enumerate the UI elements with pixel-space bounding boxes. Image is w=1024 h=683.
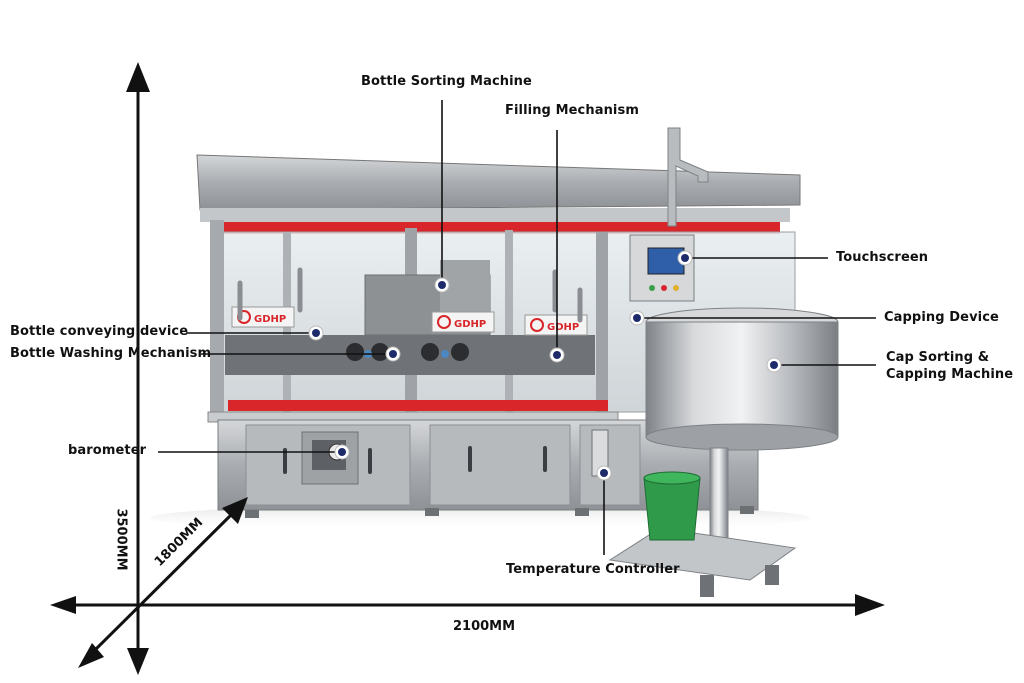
dimension-width: 2100MM	[453, 619, 516, 634]
marker-barometer[interactable]	[334, 444, 350, 460]
depth-axis-arrow	[222, 497, 248, 524]
svg-text:GDHP: GDHP	[454, 319, 486, 330]
depth-axis	[93, 508, 238, 652]
label-bottle-conveying-device: Bottle conveying device	[10, 324, 189, 339]
marker-temperature[interactable]	[596, 465, 612, 481]
cap-sorting-unit	[608, 307, 839, 597]
width-axis-arrow	[855, 594, 885, 616]
callout-markers	[308, 250, 782, 481]
svg-text:GDHP: GDHP	[547, 322, 579, 333]
label-bottle-washing-mechanism: Bottle Washing Mechanism	[10, 346, 212, 361]
marker-filling[interactable]	[549, 347, 565, 363]
height-axis-arrow	[126, 62, 150, 92]
gdhp-sign-right: GDHP	[524, 314, 588, 336]
label-barometer: barometer	[68, 443, 147, 458]
label-touchscreen: Touchscreen	[836, 250, 929, 265]
gdhp-sign-mid: GDHP	[431, 311, 495, 333]
marker-cap-sorting[interactable]	[766, 357, 782, 373]
label-temperature-controller: Temperature Controller	[506, 562, 680, 577]
label-cap-sorting-capping-machine: Cap Sorting & Capping Machine	[886, 350, 1014, 382]
marker-touchscreen[interactable]	[677, 250, 693, 266]
marker-conveying[interactable]	[308, 325, 324, 341]
floor-shadow	[150, 504, 810, 532]
marker-washing[interactable]	[385, 346, 401, 362]
dimension-height: 3500MM	[113, 508, 129, 571]
label-filling-mechanism: Filling Mechanism	[505, 103, 639, 118]
touchscreen-unit	[629, 127, 709, 302]
callout-lines	[158, 100, 876, 555]
dimension-axes	[50, 62, 885, 675]
marker-capping-device[interactable]	[629, 310, 645, 326]
green-bucket	[643, 477, 701, 541]
label-bottle-sorting-machine: Bottle Sorting Machine	[361, 74, 532, 89]
svg-text:GDHP: GDHP	[254, 314, 286, 325]
label-capping-device: Capping Device	[884, 310, 999, 325]
marker-bottle-sorting[interactable]	[434, 277, 450, 293]
